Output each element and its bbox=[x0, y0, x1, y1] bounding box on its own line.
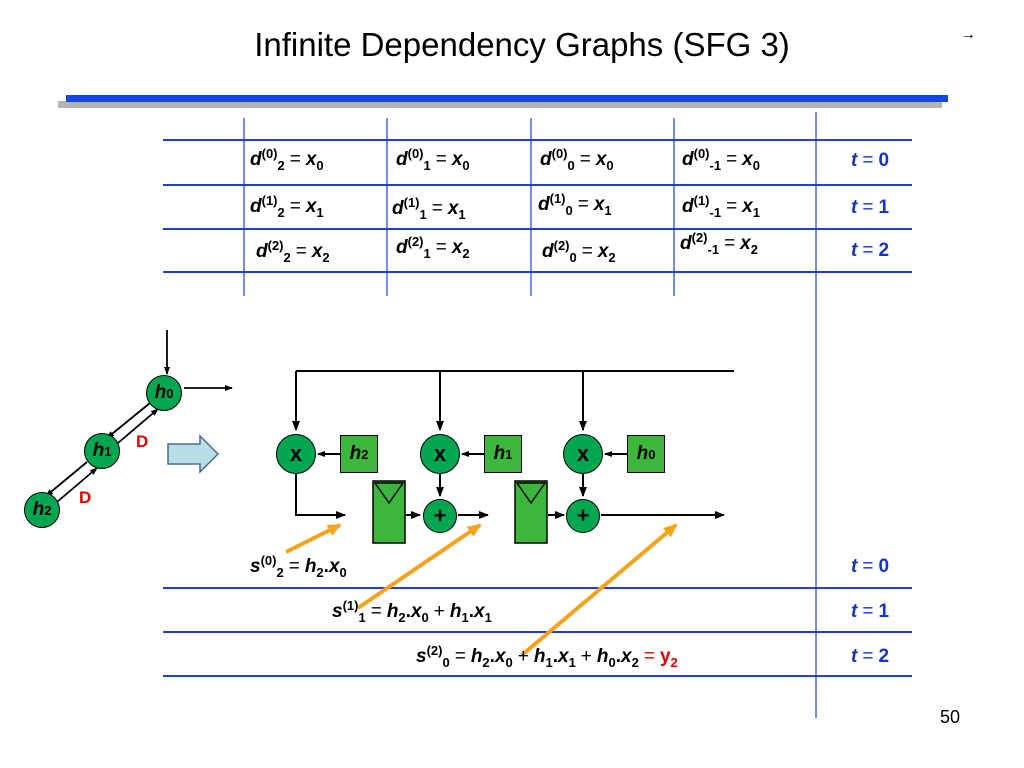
table-cell-equation: d(1)0=x1 bbox=[538, 191, 612, 218]
table-grid bbox=[163, 112, 912, 718]
delay-register-1 bbox=[372, 480, 406, 544]
slide-title: Infinite Dependency Graphs (SFG 3) bbox=[254, 26, 790, 63]
dependency-graph-edges bbox=[45, 330, 233, 503]
sum-equation: s(0)2=h2.x0 bbox=[250, 553, 347, 580]
table-cell-equation: d(0)2=x0 bbox=[250, 146, 324, 173]
multiplier-node: x bbox=[420, 434, 460, 474]
delay-register-2 bbox=[514, 480, 548, 544]
table-cell-equation: d(0)1=x0 bbox=[396, 146, 470, 173]
time-label: t=0 bbox=[851, 150, 890, 171]
time-label: t=1 bbox=[851, 601, 890, 622]
table-cell-equation: d(2)2=x2 bbox=[256, 238, 330, 265]
title-underline bbox=[66, 95, 948, 102]
table-cell-equation: d(2)-1=x2 bbox=[680, 230, 758, 257]
sum-equation: s(1)1=h2.x0+h1.x1 bbox=[332, 598, 492, 625]
table-cell-equation: d(2)1=x2 bbox=[396, 234, 470, 261]
sum-equation: s(2)0=h2.x0+h1.x1+h0.x2=y2 bbox=[416, 643, 678, 670]
title-underline-shadow bbox=[58, 101, 942, 108]
sfg-wires bbox=[292, 370, 734, 519]
time-label: t=2 bbox=[851, 240, 890, 261]
table-cell-equation: d(0)0=x0 bbox=[540, 146, 614, 173]
next-slide-arrow-icon[interactable]: → bbox=[960, 26, 976, 43]
multiplier-node: x bbox=[276, 434, 316, 474]
adder-node: + bbox=[566, 499, 600, 533]
time-label: t=1 bbox=[851, 197, 890, 218]
time-label: t=2 bbox=[851, 646, 890, 667]
transform-arrow-icon bbox=[167, 434, 220, 474]
delay-label: D bbox=[136, 432, 149, 451]
page-number: 50 bbox=[940, 707, 961, 727]
pointer-arrows bbox=[285, 523, 678, 657]
table-cell-equation: d(0)-1=x0 bbox=[682, 146, 760, 173]
table-cell-equation: d(1)-1=x1 bbox=[682, 193, 760, 220]
table-cell-equation: d(1)2=x1 bbox=[250, 193, 324, 220]
table-cell-equation: d(2)0=x2 bbox=[542, 238, 616, 265]
time-label: t=0 bbox=[851, 556, 890, 577]
multiplier-node: x bbox=[563, 434, 603, 474]
delay-label: D bbox=[79, 488, 92, 507]
adder-node: + bbox=[423, 499, 457, 533]
table-cell-equation: d(1)1=x1 bbox=[392, 195, 466, 222]
